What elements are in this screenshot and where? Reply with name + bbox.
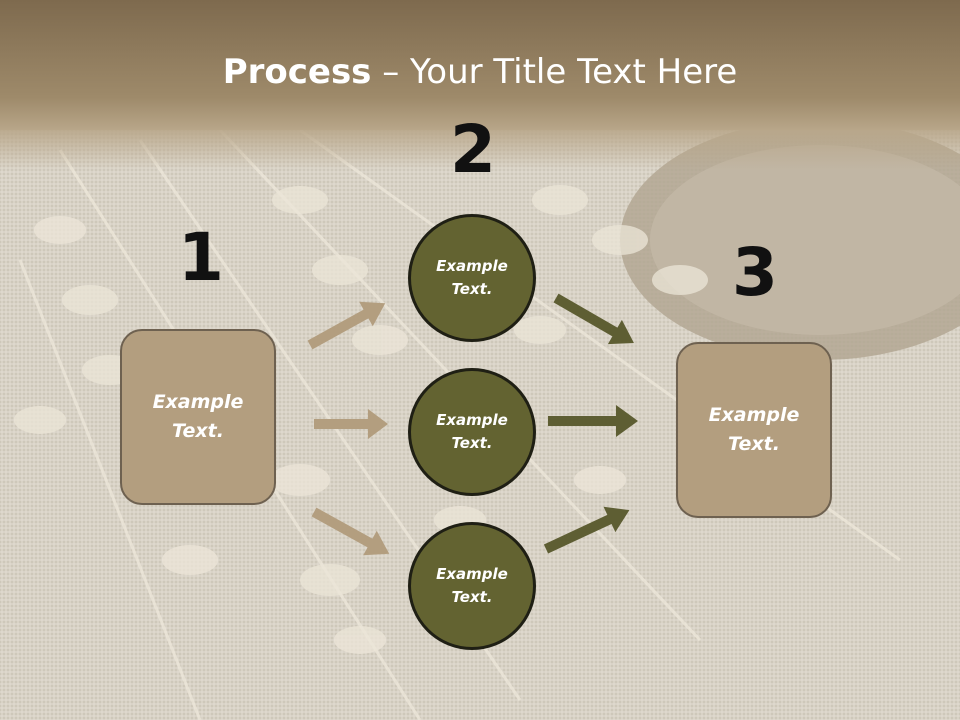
arrow-1-to-top bbox=[307, 301, 386, 350]
step-3-number: 3 bbox=[732, 234, 778, 311]
step-2-text-bottom: Example Text. bbox=[436, 565, 508, 606]
step-1-box: Example Text. bbox=[120, 329, 276, 505]
title-bold: Process bbox=[222, 52, 372, 92]
step-2-number: 2 bbox=[450, 111, 496, 188]
arrow-1-to-bottom bbox=[311, 507, 390, 556]
arrow-middle-to-3 bbox=[548, 405, 638, 437]
arrow-bottom-to-3 bbox=[543, 506, 630, 554]
slide-title: Process – Your Title Text Here bbox=[0, 52, 960, 92]
title-rest: – Your Title Text Here bbox=[371, 52, 738, 92]
step-3-text: Example Text. bbox=[708, 404, 800, 455]
step-2-text-middle: Example Text. bbox=[436, 411, 508, 452]
step-1-text: Example Text. bbox=[152, 391, 244, 442]
step-2-text-top: Example Text. bbox=[436, 257, 508, 298]
arrow-top-to-3 bbox=[553, 293, 634, 345]
bread-slice bbox=[620, 120, 960, 360]
step-1-number: 1 bbox=[178, 219, 224, 296]
step-2-circle-top: Example Text. bbox=[408, 214, 536, 342]
step-3-box: Example Text. bbox=[676, 342, 832, 518]
step-2-circle-middle: Example Text. bbox=[408, 368, 536, 496]
arrow-1-to-middle bbox=[314, 409, 388, 439]
step-2-circle-bottom: Example Text. bbox=[408, 522, 536, 650]
